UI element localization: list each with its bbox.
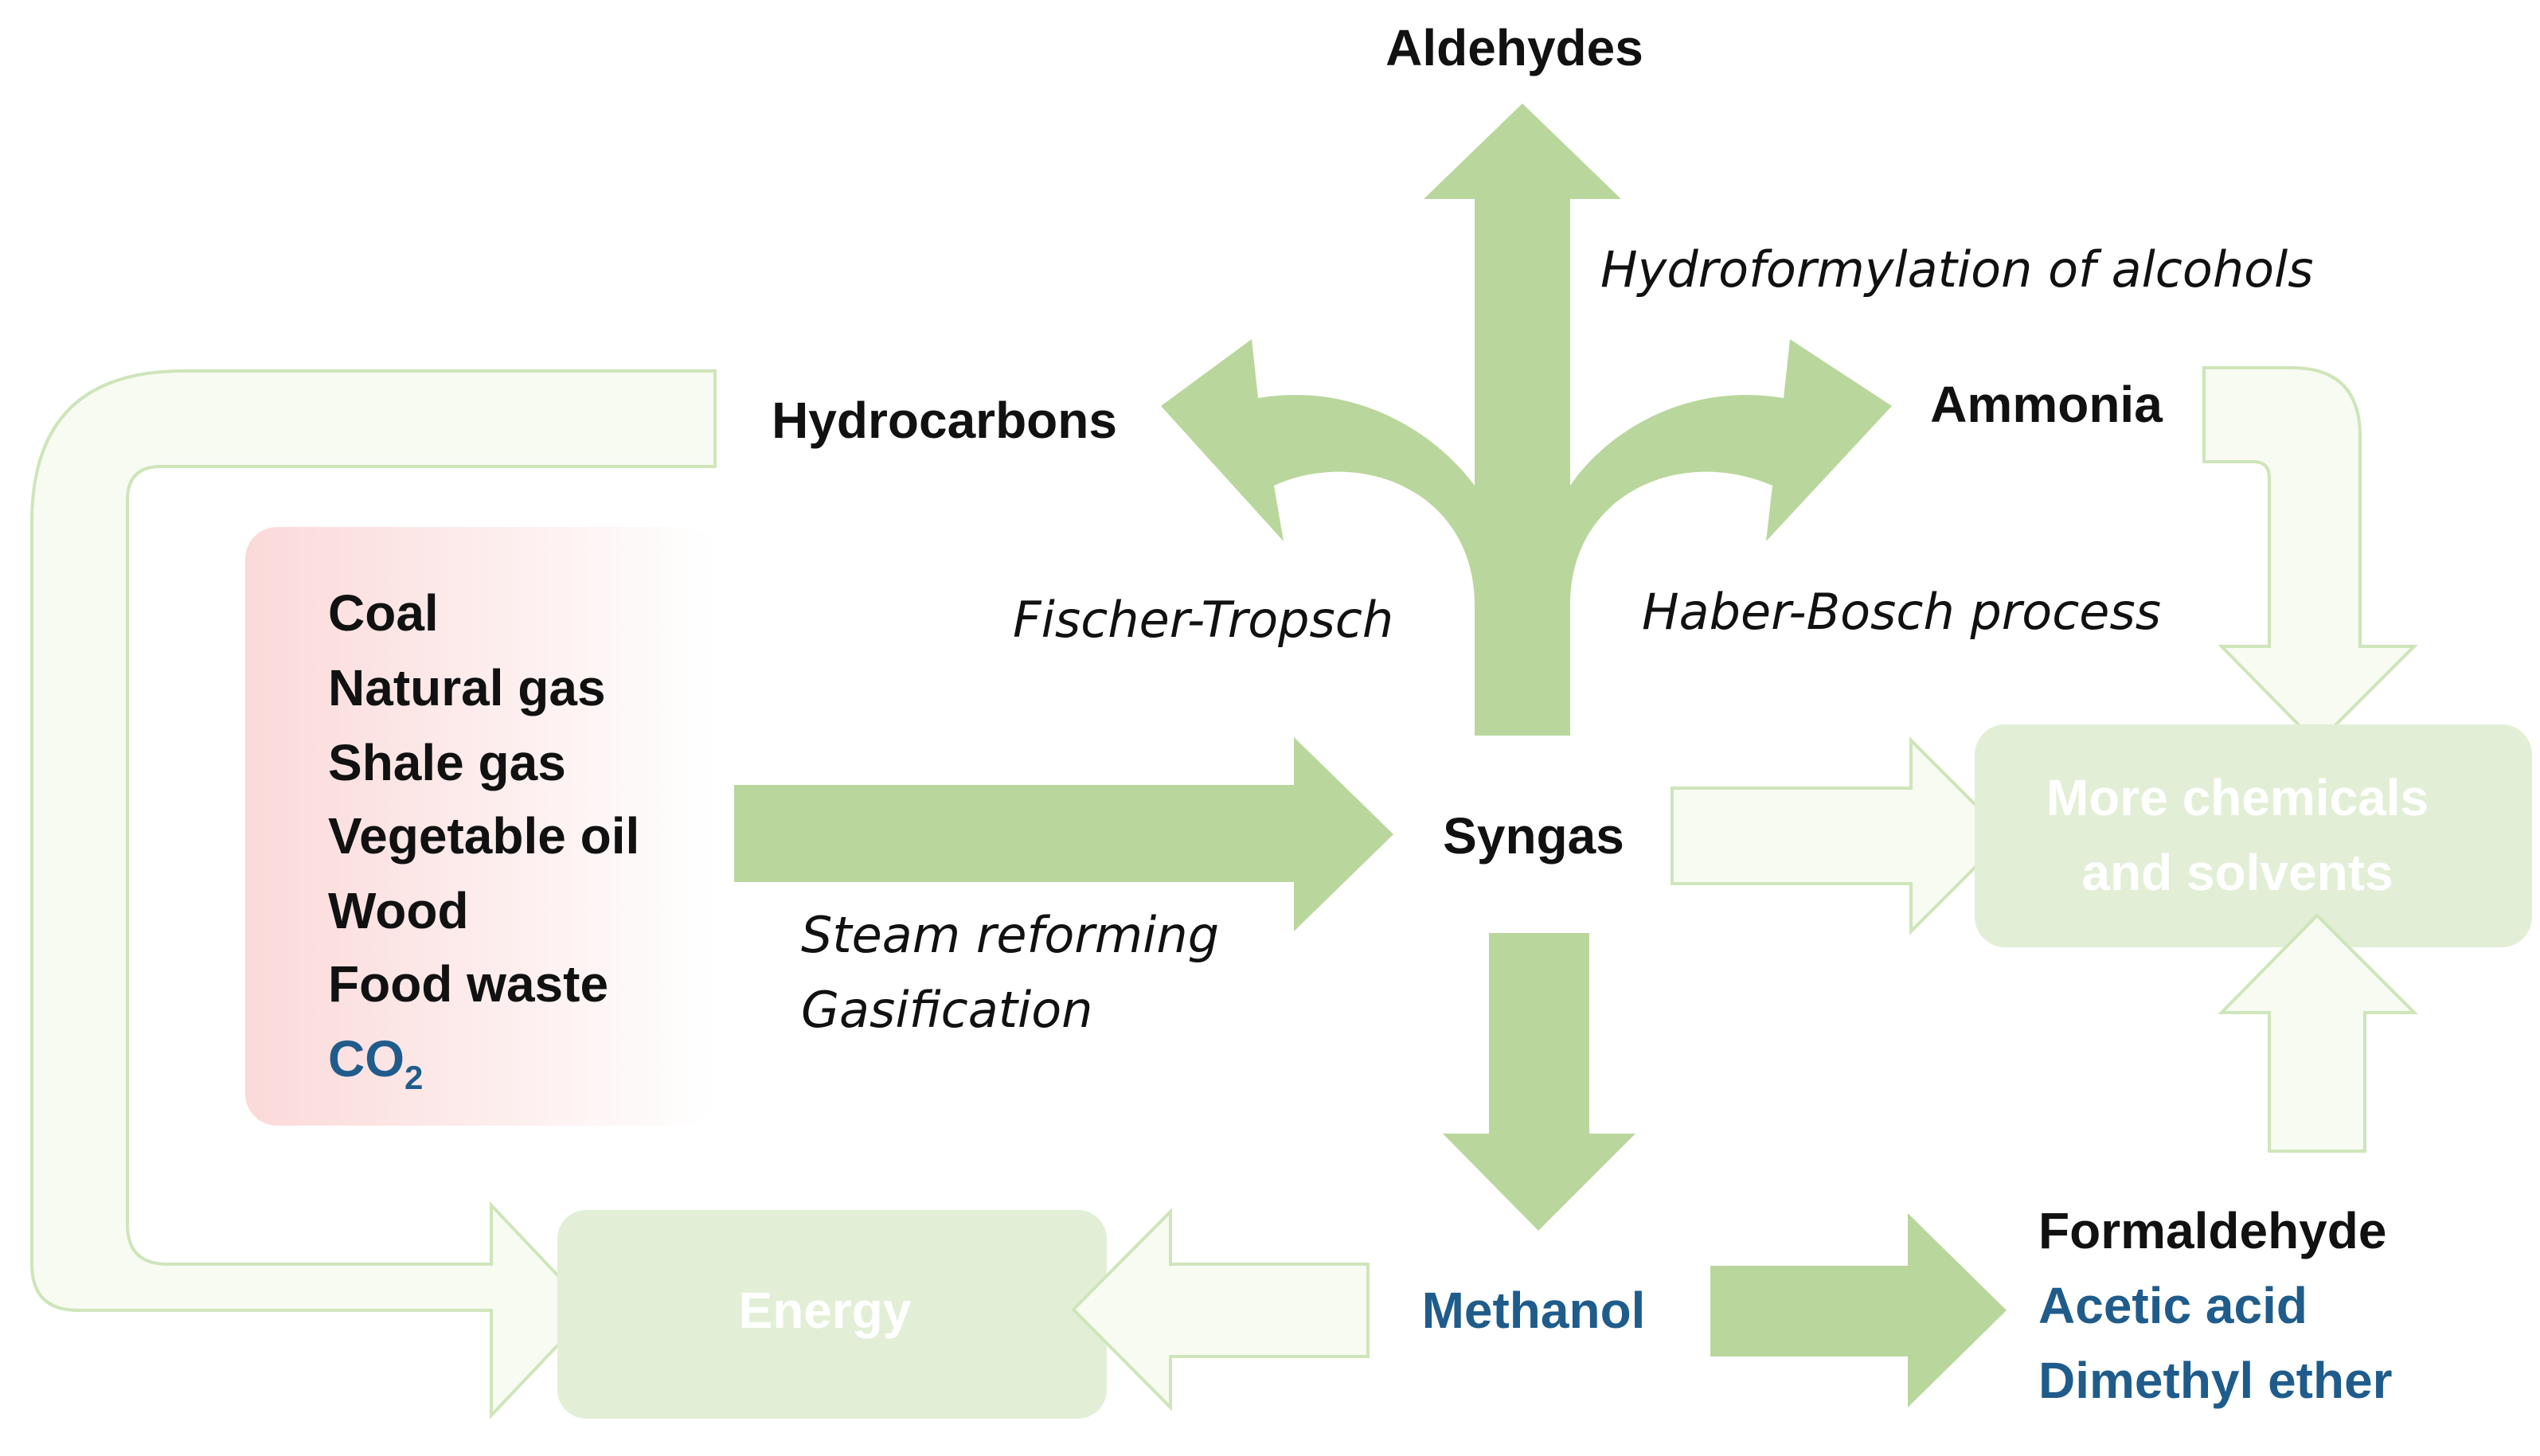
node-energy: Energy bbox=[739, 1282, 912, 1339]
arrow-syngas-methanol bbox=[1443, 933, 1635, 1231]
product-acetic-acid: Acetic acid bbox=[2038, 1277, 2307, 1334]
node-more-chemicals-line2: and solvents bbox=[2081, 844, 2393, 901]
process-gasification: Gasification bbox=[801, 981, 1092, 1039]
node-syngas: Syngas bbox=[1443, 807, 1624, 865]
arrow-ammonia-more-chemicals bbox=[2202, 366, 2418, 746]
feedstock-item: Vegetable oil bbox=[328, 807, 639, 865]
process-hydroformylation: Hydroformylation of alcohols bbox=[1600, 240, 2314, 299]
arrow-feedstock-syngas bbox=[734, 737, 1393, 931]
product-formaldehyde: Formaldehyde bbox=[2038, 1202, 2386, 1259]
node-aldehydes: Aldehydes bbox=[1385, 19, 1643, 76]
feedstock-item: Natural gas bbox=[328, 659, 606, 716]
product-dimethyl-ether: Dimethyl ether bbox=[2038, 1352, 2393, 1409]
arrow-methanol-energy bbox=[1071, 1208, 1370, 1411]
process-fischer-tropsch: Fischer-Tropsch bbox=[1013, 591, 1393, 649]
arrow-syngas-branches bbox=[1161, 103, 1892, 736]
feedstock-list: Coal Natural gas Shale gas Vegetable oil… bbox=[328, 584, 639, 1096]
arrow-products-more-chemicals bbox=[2218, 913, 2418, 1153]
node-more-chemicals-line1: More chemicals bbox=[2046, 769, 2429, 826]
feedstock-co2: CO2 bbox=[328, 1030, 423, 1096]
arrow-methanol-products bbox=[1710, 1213, 2007, 1407]
process-haber-bosch: Haber-Bosch process bbox=[1642, 583, 2161, 641]
more-chemicals-box bbox=[1975, 724, 2532, 947]
feedstock-item: Wood bbox=[328, 882, 469, 939]
feedstock-item: Shale gas bbox=[328, 734, 566, 791]
feedstock-box bbox=[245, 527, 715, 1126]
recycle-arrow-hydrocarbons-energy bbox=[30, 369, 717, 1420]
node-methanol: Methanol bbox=[1422, 1282, 1646, 1339]
energy-box bbox=[557, 1210, 1107, 1419]
node-hydrocarbons: Hydrocarbons bbox=[772, 392, 1117, 449]
arrow-syngas-more-chemicals bbox=[1671, 736, 2009, 935]
node-ammonia: Ammonia bbox=[1930, 376, 2163, 433]
process-steam-reforming: Steam reforming bbox=[801, 906, 1219, 964]
feedstock-item: Coal bbox=[328, 584, 439, 642]
feedstock-item: Food waste bbox=[328, 955, 608, 1013]
